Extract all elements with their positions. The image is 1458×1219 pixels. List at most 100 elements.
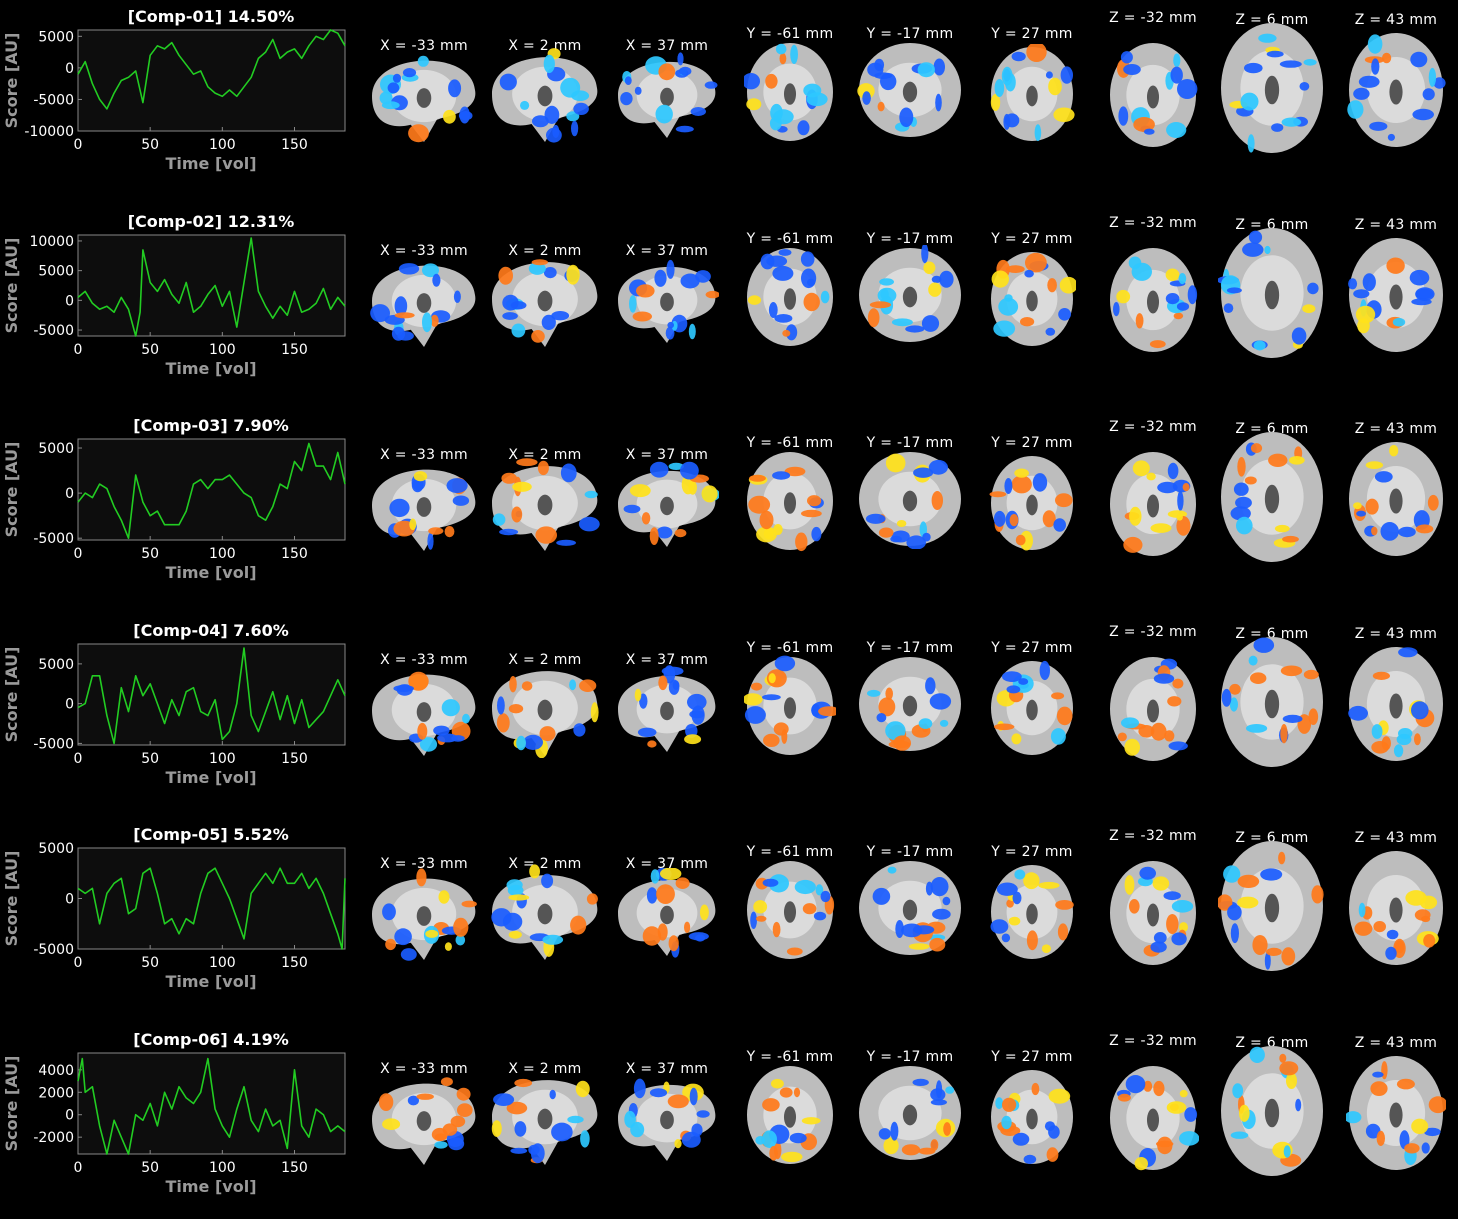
sagittal-slice-label: X = 37 mm: [625, 242, 709, 259]
x-tick-label: 0: [74, 137, 83, 153]
negative-activation-blob: [1421, 1141, 1430, 1154]
positive-activation-blob: [1023, 872, 1040, 890]
negative-activation-blob: [1235, 496, 1252, 509]
y-axis-label: Score [AU]: [2, 442, 21, 538]
negative-activation-blob: [1121, 716, 1139, 728]
positive-activation-blob: [1311, 885, 1324, 904]
y-tick-label: 5000: [38, 29, 74, 45]
negative-activation-blob: [1170, 66, 1183, 84]
negative-activation-blob: [755, 1135, 766, 1145]
positive-activation-blob: [1280, 665, 1303, 676]
positive-activation-blob: [768, 672, 776, 683]
negative-activation-blob: [499, 73, 517, 91]
sagittal-slice-label: X = -33 mm: [380, 447, 468, 463]
axial-slice-label: Z = 6 mm: [1235, 421, 1309, 437]
negative-activation-blob: [1358, 75, 1380, 88]
positive-activation-blob: [1281, 947, 1296, 966]
negative-activation-blob: [695, 934, 706, 942]
positive-activation-blob: [793, 1087, 801, 1097]
ventricle: [1389, 1101, 1403, 1128]
positive-activation-blob: [456, 1087, 471, 1101]
negative-activation-blob: [939, 719, 949, 727]
negative-activation-blob: [801, 268, 817, 288]
sagittal-slice-label: X = -33 mm: [380, 1060, 468, 1077]
positive-activation-blob: [629, 484, 651, 498]
negative-activation-blob: [1184, 1106, 1198, 1122]
positive-activation-blob: [408, 124, 429, 143]
positive-activation-blob: [1179, 1089, 1188, 1097]
y-tick-label: -10000: [24, 124, 74, 140]
positive-activation-blob: [1354, 921, 1373, 936]
negative-activation-blob: [768, 301, 778, 318]
positive-activation-blob: [699, 904, 709, 921]
positive-activation-blob: [1009, 514, 1019, 527]
positive-activation-blob: [508, 930, 522, 939]
axial-slice-label: Z = -32 mm: [1109, 1032, 1197, 1049]
negative-activation-blob: [906, 535, 926, 549]
coronal-slice-label: Y = 27 mm: [991, 26, 1073, 42]
coronal-slice-label: Y = 27 mm: [991, 230, 1073, 247]
positive-activation-blob: [1173, 312, 1184, 319]
negative-activation-blob: [1060, 66, 1073, 84]
y-tick-label: -2000: [33, 1130, 74, 1146]
negative-activation-blob: [874, 58, 885, 72]
y-tick-label: 5000: [38, 656, 74, 672]
negative-activation-blob: [1171, 900, 1194, 913]
x-tick-label: 150: [281, 342, 308, 358]
y-tick-label: 0: [65, 486, 74, 502]
negative-activation-blob: [434, 1140, 448, 1149]
negative-activation-blob: [945, 1085, 955, 1094]
coronal-slice-label: Y = -17 mm: [866, 1048, 954, 1065]
positive-activation-blob: [1150, 722, 1167, 741]
negative-activation-blob: [913, 467, 934, 478]
positive-activation-blob: [1268, 453, 1288, 467]
y-axis-label: Score [AU]: [2, 646, 21, 742]
negative-activation-blob: [1398, 727, 1413, 739]
negative-activation-blob: [1226, 286, 1242, 293]
negative-activation-blob: [391, 326, 406, 341]
negative-activation-blob: [382, 903, 396, 921]
positive-activation-blob: [818, 705, 836, 716]
negative-activation-blob: [1246, 723, 1268, 733]
x-tick-label: 0: [74, 1160, 83, 1176]
negative-activation-blob: [1032, 473, 1048, 492]
positive-activation-blob: [1237, 457, 1246, 477]
positive-activation-blob: [1165, 268, 1180, 281]
negative-activation-blob: [1248, 230, 1263, 244]
negative-activation-blob: [772, 471, 791, 480]
x-axis-label: Time [vol]: [165, 768, 256, 787]
negative-activation-blob: [514, 1120, 527, 1137]
positive-activation-blob: [763, 733, 780, 747]
axial-brain-slice: [1110, 656, 1196, 761]
positive-activation-blob: [667, 1094, 689, 1108]
axial-slice-label: Z = -32 mm: [1109, 214, 1197, 231]
coronal-slice-label: Y = -61 mm: [746, 1048, 834, 1065]
positive-activation-blob: [1124, 738, 1140, 756]
negative-activation-blob: [1291, 326, 1307, 345]
negative-activation-blob: [1433, 77, 1446, 89]
ventricle: [902, 81, 918, 103]
positive-activation-blob: [1134, 1156, 1148, 1170]
negative-activation-blob: [1018, 677, 1029, 685]
sagittal-slice-label: X = 37 mm: [625, 447, 709, 463]
positive-activation-blob: [784, 466, 806, 477]
positive-activation-blob: [1282, 535, 1299, 543]
negative-activation-blob: [918, 717, 933, 729]
positive-activation-blob: [1150, 523, 1172, 533]
sagittal-slice-label: X = 2 mm: [508, 856, 582, 872]
positive-activation-blob: [684, 921, 691, 933]
positive-activation-blob: [1280, 723, 1288, 743]
positive-activation-blob: [1031, 1082, 1040, 1095]
negative-activation-blob: [666, 259, 675, 279]
sagittal-brain-slice: [372, 1076, 476, 1165]
positive-activation-blob: [416, 868, 427, 887]
negative-activation-blob: [560, 463, 577, 483]
coronal-brain-slice: [744, 655, 836, 755]
x-axis-label: Time [vol]: [165, 1177, 256, 1196]
negative-activation-blob: [656, 526, 673, 539]
positive-activation-blob: [762, 1097, 780, 1111]
negative-activation-blob: [624, 1110, 636, 1128]
x-tick-label: 100: [209, 751, 236, 767]
negative-activation-blob: [1295, 1098, 1302, 1111]
